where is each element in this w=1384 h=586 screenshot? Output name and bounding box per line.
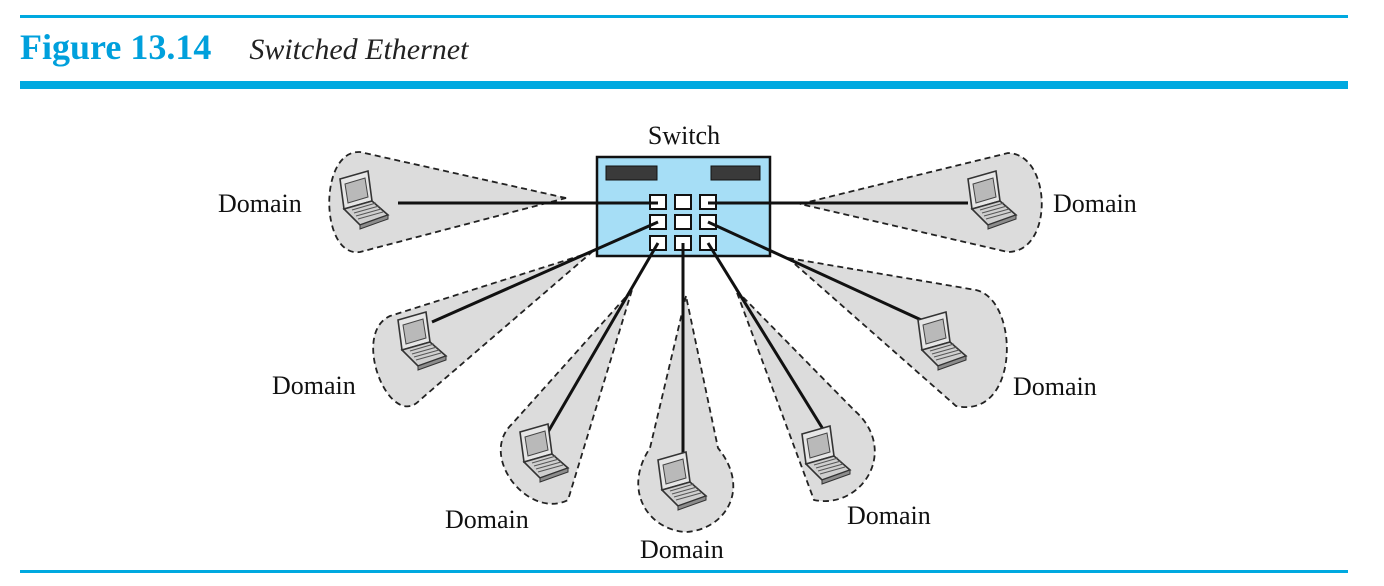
switch-indicator-left bbox=[605, 165, 658, 181]
domain-label-lower-right: Domain bbox=[1013, 372, 1097, 401]
switch-label: Switch bbox=[648, 121, 720, 150]
domain-label-bottom-center: Domain bbox=[640, 535, 724, 564]
header-bottom-rule bbox=[20, 81, 1348, 89]
domain-label-left: Domain bbox=[218, 189, 302, 218]
cable-bottom-left bbox=[546, 242, 660, 433]
switch bbox=[595, 155, 772, 258]
cable-lower-right bbox=[707, 220, 931, 326]
domain-label-right: Domain bbox=[1053, 189, 1137, 218]
top-rule bbox=[20, 15, 1348, 18]
cable-lower-left bbox=[431, 220, 659, 324]
domain-region-lower-right bbox=[785, 256, 1008, 409]
cable-bottom-right bbox=[706, 242, 828, 435]
figure-number: Figure 13.14 bbox=[20, 27, 212, 67]
figure-header: Figure 13.14 Switched Ethernet bbox=[20, 26, 468, 70]
figure-caption: Switched Ethernet bbox=[249, 33, 469, 66]
cables bbox=[398, 201, 968, 455]
bottom-rule bbox=[20, 570, 1348, 573]
domain-label-bottom-right: Domain bbox=[847, 501, 931, 530]
domain-label-lower-left: Domain bbox=[272, 371, 356, 400]
domain-region-lower-left bbox=[372, 251, 593, 408]
domain-label-bottom-left: Domain bbox=[445, 505, 529, 534]
switch-indicator-right bbox=[710, 165, 761, 181]
switch-ports bbox=[649, 194, 717, 251]
